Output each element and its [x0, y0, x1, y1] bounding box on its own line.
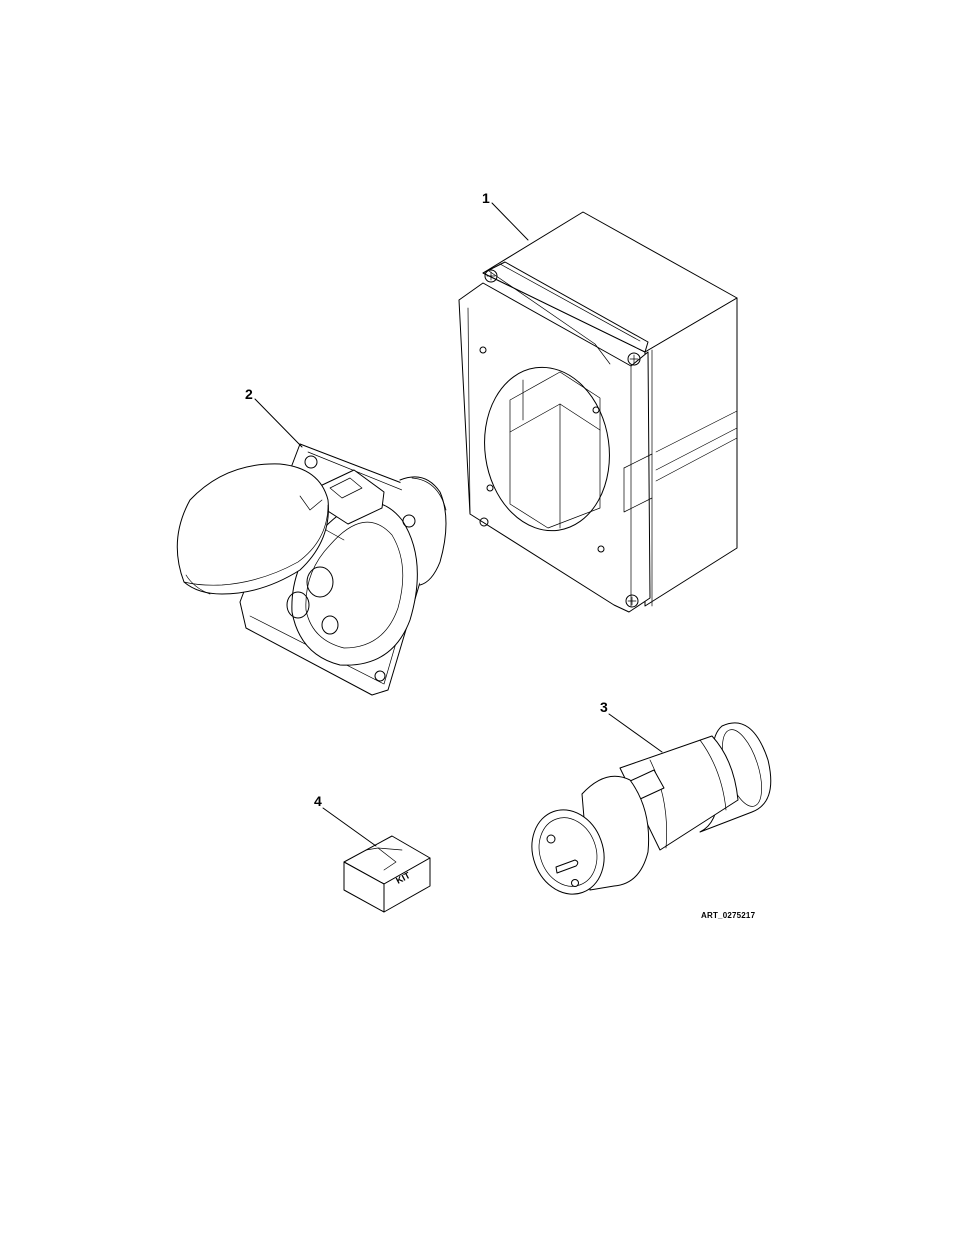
- receptacle-item-2: [177, 444, 446, 695]
- kit-box-item-4: KIT: [344, 836, 430, 912]
- callout-3: 3: [600, 699, 608, 715]
- plug-item-3: [520, 723, 770, 905]
- callout-1: 1: [482, 190, 490, 206]
- enclosure-box-item-1: [459, 212, 737, 612]
- art-id: ART_0275217: [701, 911, 756, 920]
- callout-4: 4: [314, 793, 322, 809]
- callout-2: 2: [245, 386, 253, 402]
